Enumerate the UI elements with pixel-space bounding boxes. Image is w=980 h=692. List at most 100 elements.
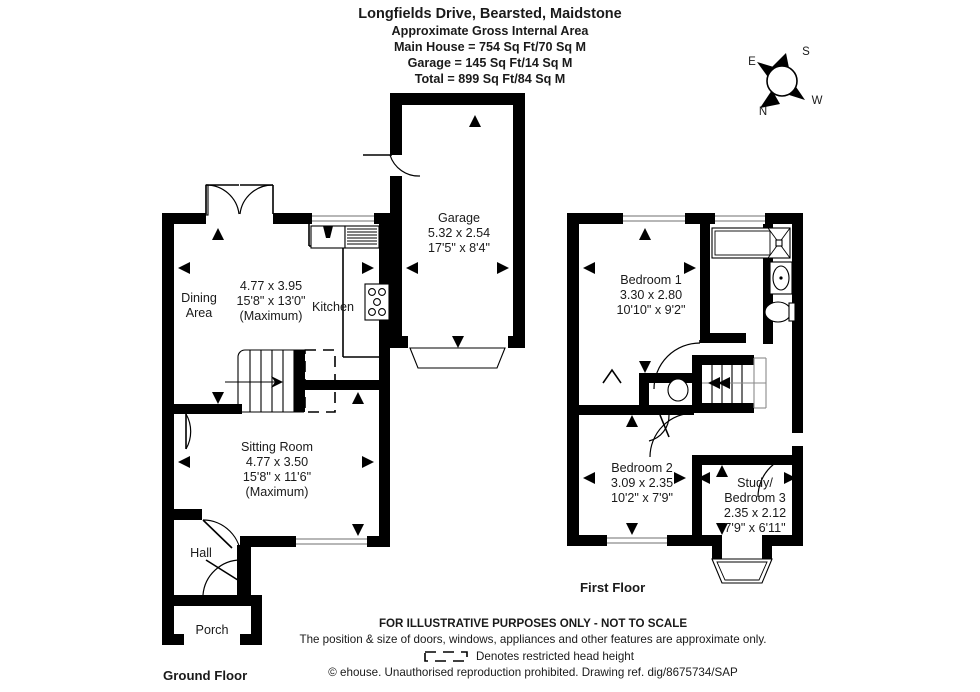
label-kitchen: Kitchen — [312, 300, 354, 314]
hob-burner-1 — [368, 288, 376, 296]
hob-burner-2 — [378, 288, 386, 296]
hot-water-cylinder — [667, 378, 689, 402]
legend-dash-swatch — [424, 651, 468, 662]
ff-wall-right-mid — [792, 348, 803, 433]
bath-tub-inner — [714, 230, 771, 256]
arrow-sitting-depth-top — [352, 392, 364, 404]
arrow-dining-depth-top — [212, 228, 224, 240]
compass-rose: E S N W — [748, 46, 822, 118]
stairs-ground-direction-arrow — [271, 376, 283, 388]
dining-dim-imperial: 15'8" x 13'0" — [236, 294, 305, 308]
arrow-bed1-depth-top — [639, 228, 651, 240]
ff-wall-landing-bottom — [649, 405, 694, 415]
compass-label-w: W — [812, 95, 823, 107]
arrow-dining-width-left — [178, 262, 190, 274]
ground-window-kitchen — [312, 213, 374, 224]
ground-wall-porch-top-right — [222, 595, 251, 606]
ground-floor-plan: Dining Area 4.77 x 3.95 15'8" x 13'0" (M… — [162, 184, 390, 683]
ff-stair-wall-left — [692, 355, 702, 413]
label-first-floor: First Floor — [580, 580, 645, 595]
label-bedroom2: Bedroom 2 — [611, 461, 673, 475]
loft-hatch-marker — [602, 368, 622, 384]
shower-drain — [775, 239, 783, 247]
arrow-garage-width-left — [406, 262, 418, 274]
stairs-ground-bg — [238, 350, 304, 412]
header-garage-area: Garage = 145 Sq Ft/14 Sq M — [408, 56, 573, 70]
label-garage: Garage — [438, 211, 480, 225]
ground-wall-hall-top — [162, 509, 202, 520]
garage-dim-metric: 5.32 x 2.54 — [428, 226, 490, 240]
ff-bay-wall-left — [712, 535, 722, 559]
legend-restricted-head-height: Denotes restricted head height — [424, 650, 635, 663]
ff-stair-wall-top — [692, 355, 754, 365]
arrow-bed2-width-left — [583, 472, 595, 484]
ff-wall-top-c — [765, 213, 803, 224]
arrow-garage-depth-bottom — [452, 336, 464, 348]
sitting-dim-imperial: 15'8" x 11'6" — [243, 470, 311, 484]
garage-plan: Garage 5.32 x 2.54 17'5" x 8'4" — [363, 93, 525, 369]
arrow-study-width-right — [784, 472, 796, 484]
footer-approximate-note: The position & size of doors, windows, a… — [299, 633, 766, 646]
door-swing-bed1 — [653, 342, 701, 390]
label-ground-floor: Ground Floor — [163, 668, 247, 683]
compass-label-n: N — [759, 106, 767, 118]
sitting-dim-metric: 4.77 x 3.50 — [246, 455, 308, 469]
sink-tap — [323, 226, 333, 238]
ground-wall-left — [162, 213, 174, 645]
ff-bay-wall-right — [762, 535, 772, 559]
garage-wall-left-lower — [390, 176, 402, 348]
ff-wall-bed2-top — [567, 405, 641, 415]
door-swing-study — [757, 454, 801, 498]
basin-plughole — [779, 276, 783, 280]
garage-wall-bottom-right — [508, 336, 525, 348]
bedroom1-dim-imperial: 10'10" x 9'2" — [616, 303, 685, 317]
door-swing-sitting-to-dining — [185, 413, 192, 450]
arrow-bed2-depth-top — [626, 415, 638, 427]
hob-burner-3 — [373, 298, 381, 306]
label-porch: Porch — [196, 623, 229, 637]
dining-dim-note: (Maximum) — [240, 309, 303, 323]
ff-wall-top-a — [567, 213, 623, 224]
ground-window-sitting — [295, 536, 367, 547]
arrow-bed1-depth-bottom — [639, 361, 651, 373]
ground-wall-top-mid — [273, 213, 306, 224]
bedroom1-dim-metric: 3.30 x 2.80 — [620, 288, 682, 302]
stairs-ground-outline-top — [237, 349, 304, 358]
toilet-bowl — [764, 301, 792, 323]
header-total-area: Total = 899 Sq Ft/84 Sq M — [415, 72, 566, 86]
compass-label-s: S — [802, 46, 810, 58]
label-dining-line1: Dining — [181, 291, 217, 305]
garage-wall-top — [390, 93, 525, 105]
ground-wall-porch-top-left — [162, 595, 222, 606]
compass-label-e: E — [748, 56, 756, 68]
ff-study-wall-left — [692, 455, 702, 540]
arrow-study-width-left — [698, 472, 710, 484]
bedroom2-dim-imperial: 10'2" x 7'9" — [611, 491, 673, 505]
label-bedroom3-line2: Bedroom 3 — [724, 491, 786, 505]
label-hall: Hall — [190, 546, 212, 560]
hob-burner-5 — [378, 308, 386, 316]
arrow-dining-width-right — [362, 262, 374, 274]
arrow-bed1-width-right — [684, 262, 696, 274]
garage-wall-right — [513, 93, 525, 348]
ff-window-bed2 — [607, 535, 667, 546]
ff-wall-left — [567, 213, 579, 546]
compass-circle — [766, 65, 798, 97]
arrow-bed1-width-left — [583, 262, 595, 274]
sitting-dim-note: (Maximum) — [246, 485, 309, 499]
ff-bath-wall-bottom — [700, 333, 746, 343]
ground-wall-top-left — [162, 213, 206, 224]
footer-block: FOR ILLUSTRATIVE PURPOSES ONLY - NOT TO … — [299, 617, 766, 679]
dining-dim-metric: 4.77 x 3.95 — [240, 279, 302, 293]
ff-window-bath — [715, 213, 765, 224]
toilet-cistern — [788, 302, 796, 322]
ff-stair-arrow-2 — [718, 377, 730, 389]
label-dining-line2: Area — [186, 306, 213, 320]
arrow-sitting-width-right — [362, 456, 374, 468]
ff-bay-window-inner — [716, 561, 768, 581]
arrow-bed2-depth-bottom — [626, 523, 638, 535]
ff-stair-wall-bottom — [692, 403, 754, 413]
arrow-study-depth-top — [716, 465, 728, 477]
ff-wall-bottom-c — [772, 535, 803, 546]
garage-wall-bottom-left — [390, 336, 408, 348]
